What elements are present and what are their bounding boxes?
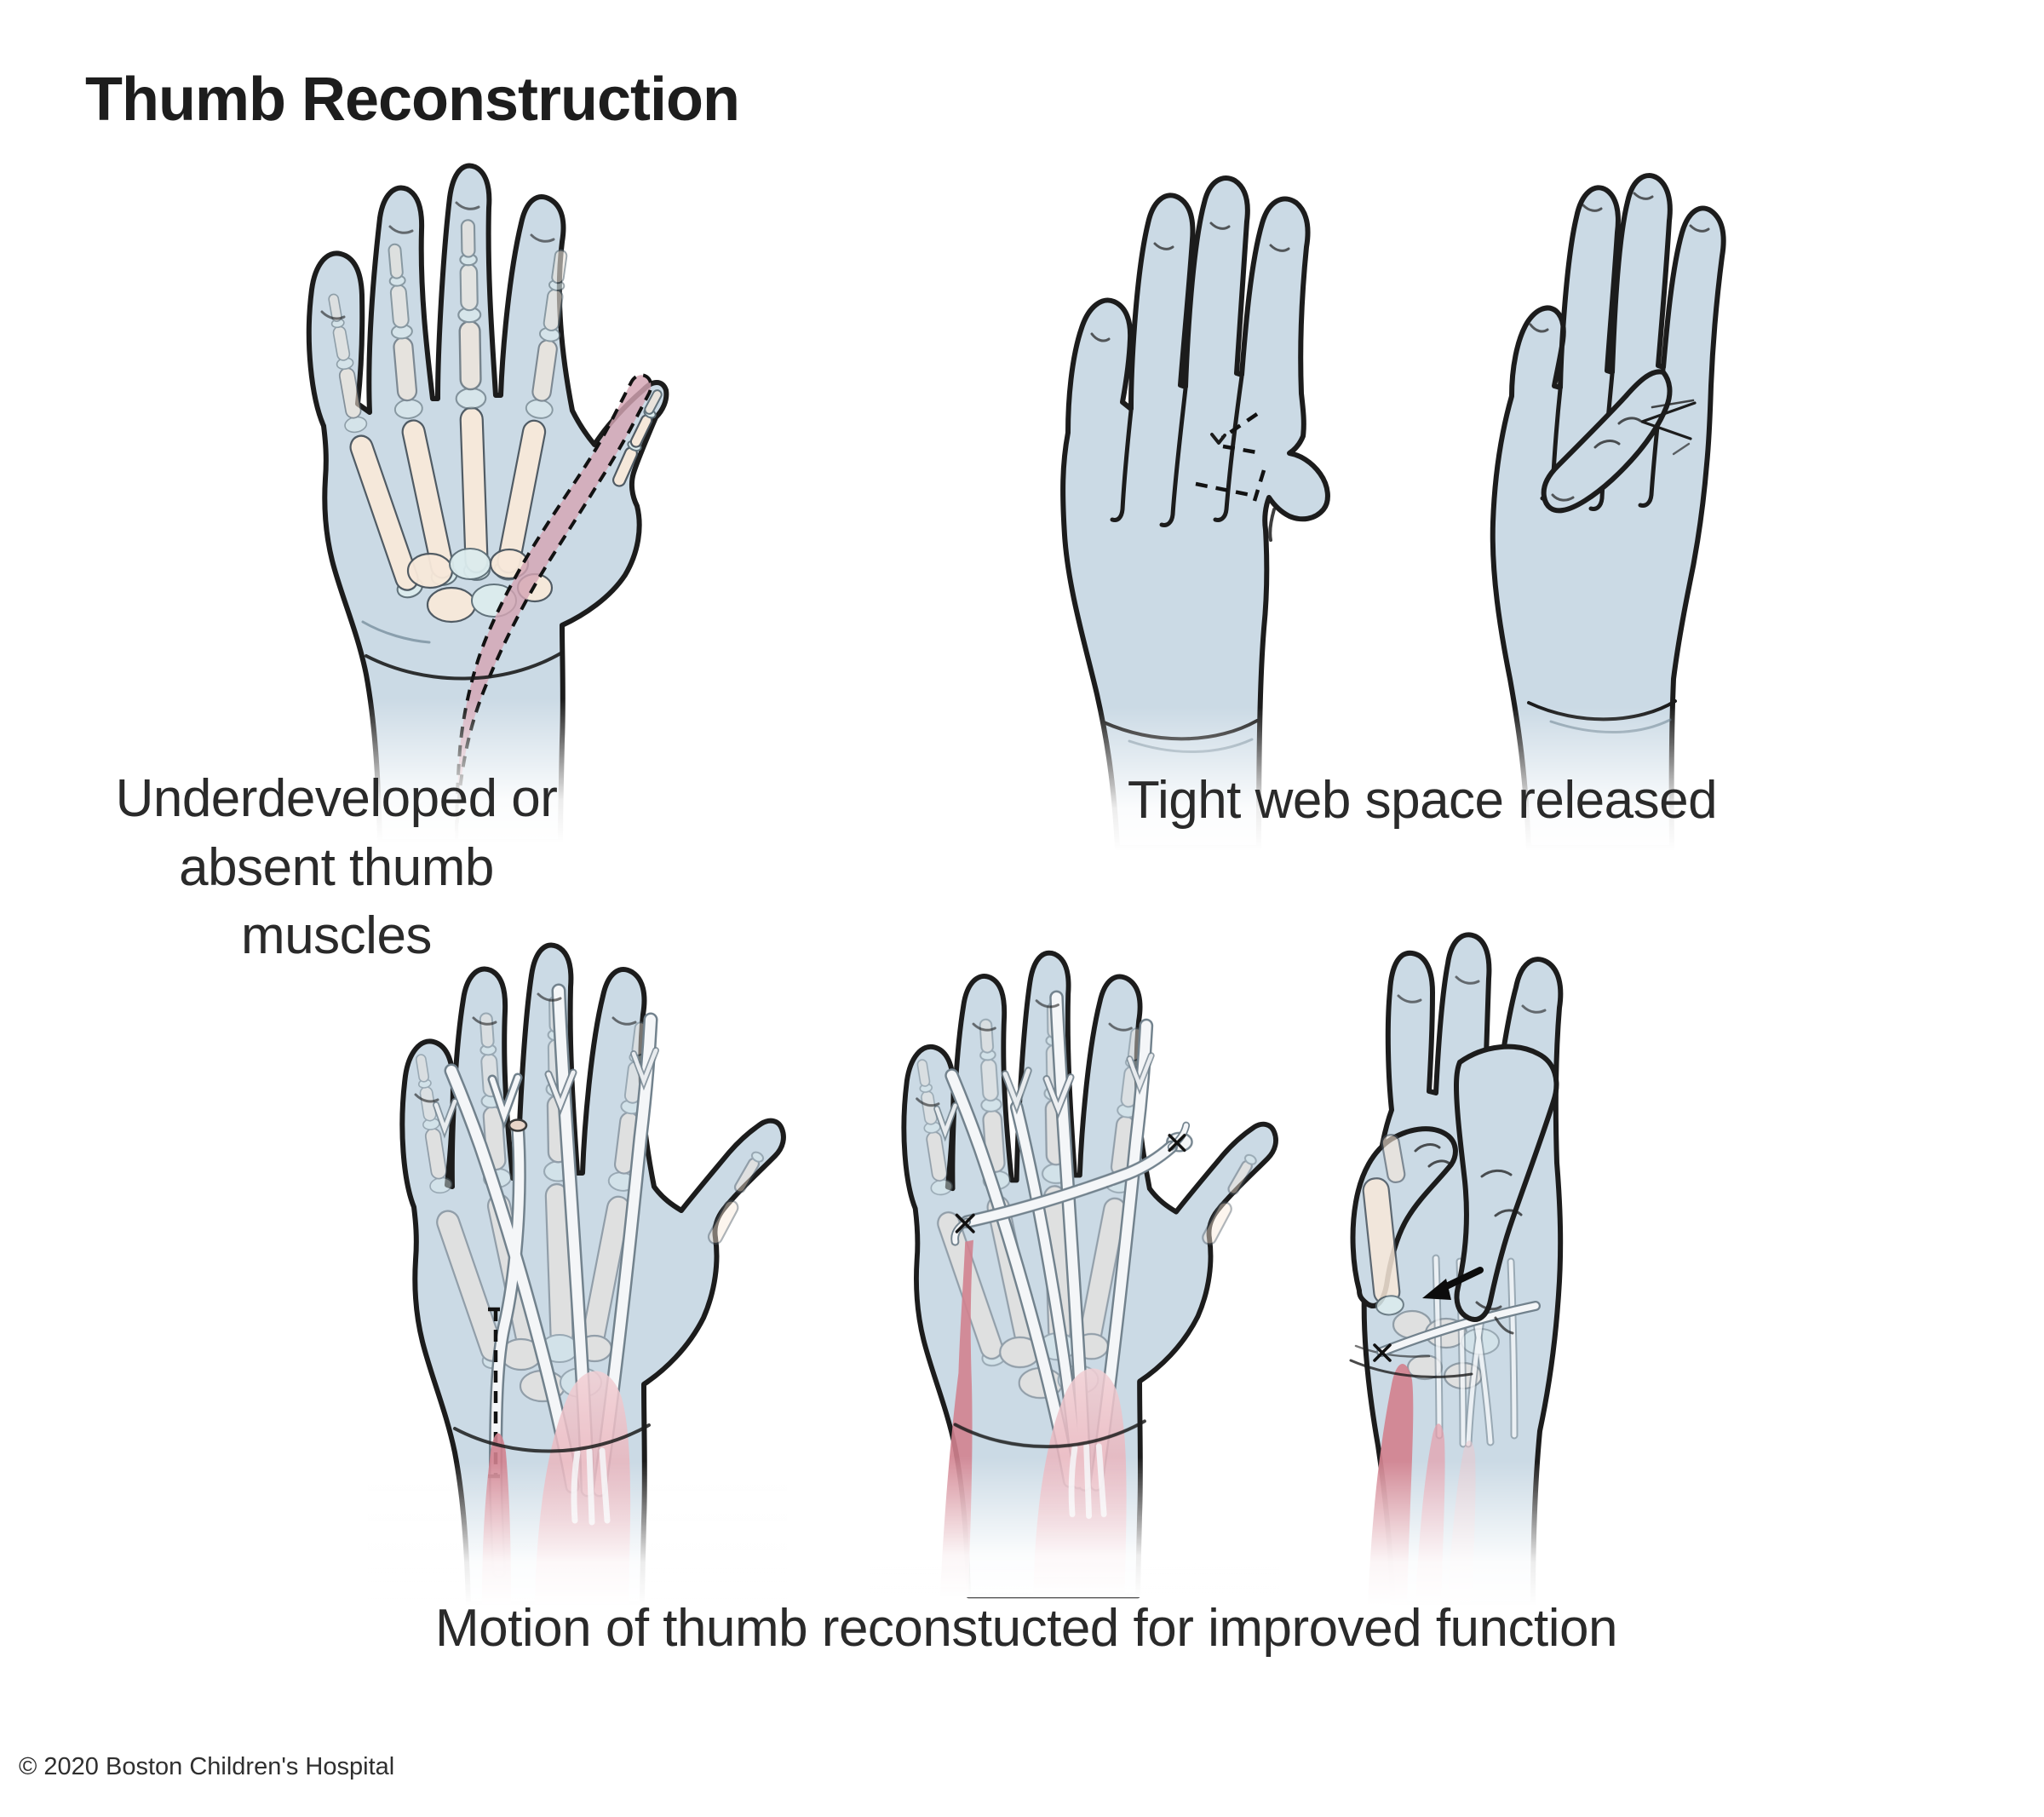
transfer-arrow-icon — [1422, 1267, 1484, 1300]
tendon-split-insertions — [433, 1047, 659, 1139]
skin-creases — [414, 992, 651, 1453]
zplasty-release-lines — [1640, 399, 1697, 456]
absent-muscle-dashed-strip — [455, 373, 653, 842]
transferred-tendon — [950, 1121, 1193, 1246]
illustration-tight-web-space-marked — [1048, 175, 1334, 852]
illustration-web-space-released — [1478, 173, 1729, 852]
finger-creases — [1090, 221, 1290, 542]
hand-silhouette — [1060, 175, 1330, 850]
skin-creases — [320, 201, 564, 681]
caption-motion: Motion of thumb reconstucted for improve… — [435, 1599, 1617, 1658]
thumb-creases — [1551, 417, 1642, 502]
fingertip-creases — [1397, 975, 1547, 1014]
wrist-fadeout — [1478, 707, 1729, 852]
illustration-underdeveloped-thumb-hand — [281, 163, 690, 843]
wrist-fadeout — [870, 1456, 1279, 1598]
wrist-creases — [1349, 1344, 1473, 1378]
illustration-tendon-harvest-hand — [368, 942, 787, 1606]
wrist-fadeout — [1048, 707, 1334, 852]
wrist-fadeout — [368, 1461, 787, 1606]
page-title: Thumb Reconstruction — [85, 66, 740, 135]
caption-underdeveloped: Underdeveloped or absent thumb muscles — [115, 769, 558, 966]
skin-creases — [916, 999, 1146, 1449]
cut-tendon-end — [508, 1118, 528, 1132]
suture-x-icon — [1168, 1134, 1186, 1153]
copyright-text: © 2020 Boston Children's Hospital — [19, 1753, 395, 1780]
caption-web-space: Tight web space released — [1127, 771, 1718, 830]
hand-silhouette — [1490, 173, 1726, 850]
wrist-fadeout — [1344, 1461, 1616, 1606]
illustration-reconstructed-thumb-motion — [1344, 932, 1616, 1606]
suture-x-icon — [1373, 1343, 1392, 1362]
flexed-index-finger — [1454, 1044, 1559, 1322]
illustration-tendon-transfer-hand — [870, 950, 1279, 1599]
hypoplastic-thumb-bones — [611, 389, 663, 487]
attached-tendon — [1373, 1301, 1541, 1362]
wrist-fadeout — [281, 699, 690, 843]
incision-dashed-lines — [1195, 412, 1266, 502]
suture-x-icon — [955, 1213, 975, 1233]
index-creases — [1475, 1169, 1523, 1335]
tendon-split-insertions — [933, 1052, 1155, 1142]
thumb-bone — [1362, 1134, 1406, 1316]
thumb-creases — [1414, 1143, 1451, 1168]
